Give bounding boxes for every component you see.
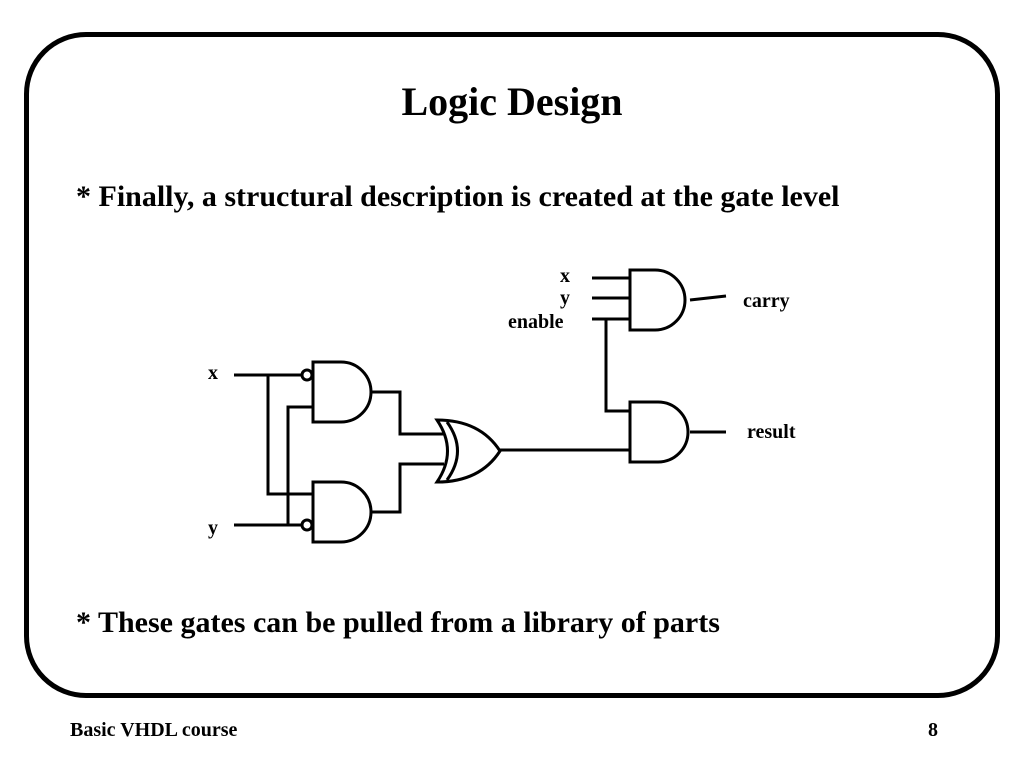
bullet-gate-level: * Finally, a structural description is c… xyxy=(76,180,840,213)
label-enable: enable xyxy=(508,311,564,333)
label-carry: carry xyxy=(743,290,790,312)
wires xyxy=(234,276,727,527)
label-x-top: x xyxy=(560,265,570,287)
inverter-bubble-upper xyxy=(300,368,314,382)
and-gate-lower xyxy=(311,480,373,544)
bullet-library: * These gates can be pulled from a libra… xyxy=(76,606,720,639)
or-gate xyxy=(434,418,502,484)
footer-course-name: Basic VHDL course xyxy=(70,719,238,741)
slide-title: Logic Design xyxy=(401,79,623,124)
or-gate-inner-curve xyxy=(445,421,459,481)
slide-frame xyxy=(24,32,1000,698)
and-gate-upper xyxy=(311,360,373,424)
footer-page-number: 8 xyxy=(928,719,938,741)
and-gate-carry xyxy=(628,268,687,332)
label-x-left: x xyxy=(208,362,218,384)
and-gate-result xyxy=(628,400,690,464)
label-y-left: y xyxy=(208,517,218,539)
label-result: result xyxy=(747,421,796,443)
inverter-bubble-lower xyxy=(300,518,314,532)
label-y-top: y xyxy=(560,287,570,309)
